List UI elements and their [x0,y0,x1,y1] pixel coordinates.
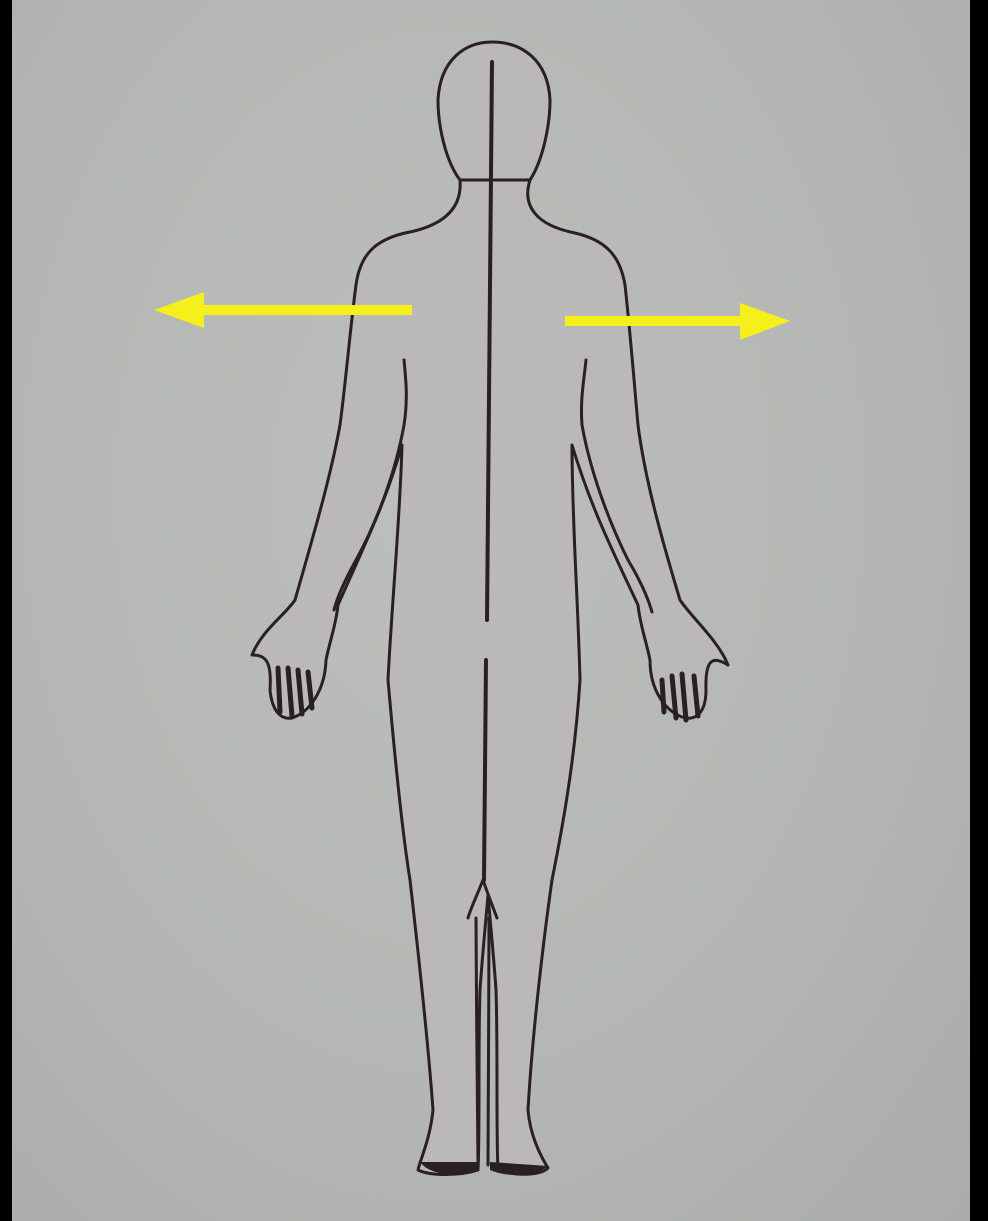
arrow-right-shaft [565,316,749,326]
arrow-right-head [740,303,790,340]
arrow-left-shaft [196,305,412,315]
head-outline [438,42,550,180]
body-outline [252,42,728,1175]
arrow-left-head [154,292,204,328]
